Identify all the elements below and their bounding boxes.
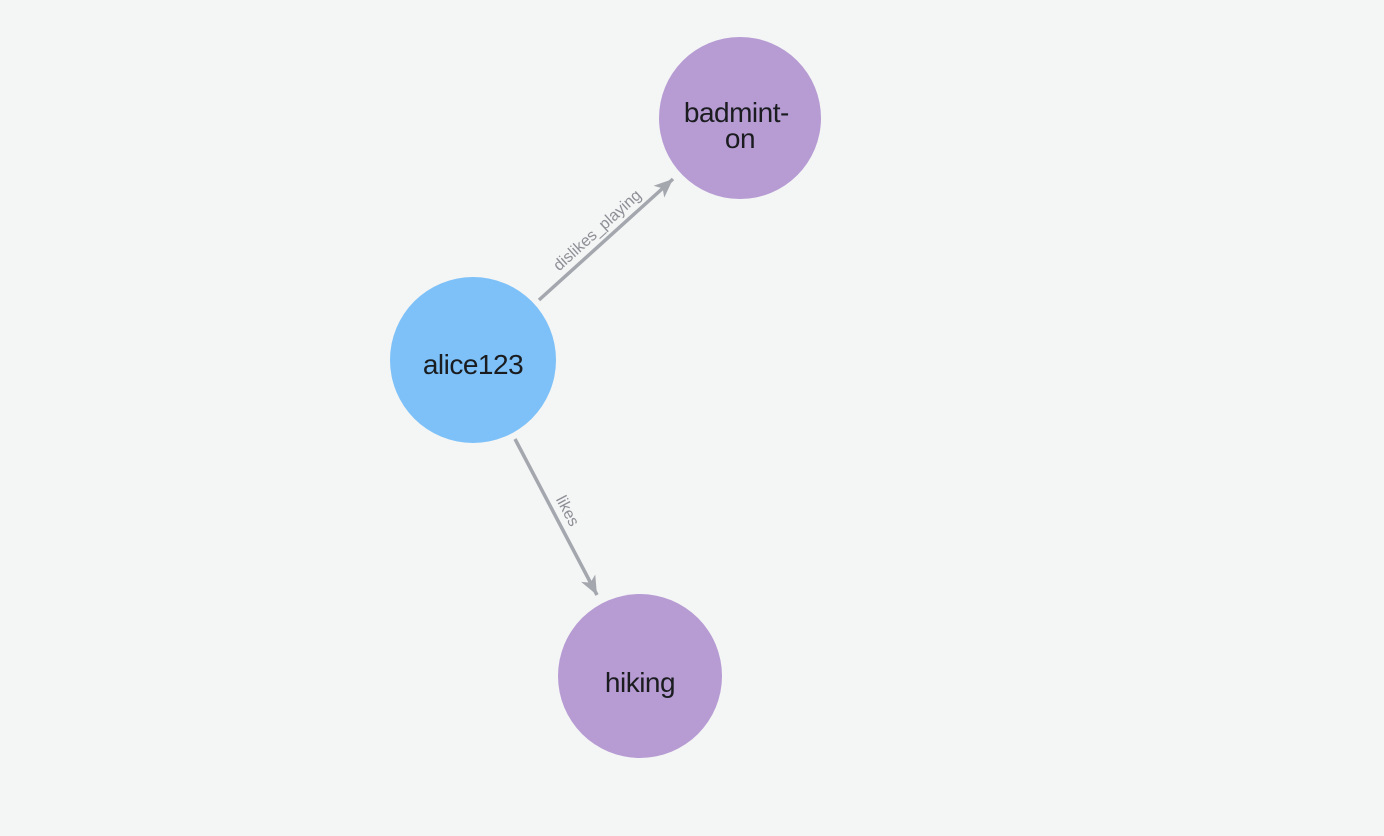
edge-line-likes[interactable] <box>513 438 599 596</box>
node-label-badminton: badmint- on <box>684 97 796 154</box>
node-hiking[interactable]: hiking <box>558 594 722 758</box>
node-circle-hiking[interactable] <box>558 594 722 758</box>
node-label-badminton-line-1: badmint- <box>684 97 789 128</box>
node-label-badminton-line-2: on <box>725 123 755 154</box>
edge-label-likes[interactable]: likes <box>552 493 582 529</box>
node-circle-badminton[interactable] <box>659 37 821 199</box>
node-label-hiking: hiking <box>605 667 675 698</box>
edge-label-dislikes-playing[interactable]: dislikes_playing <box>550 187 645 275</box>
edge-alice123-badminton[interactable]: dislikes_playing <box>537 177 675 302</box>
node-label-alice123: alice123 <box>423 349 523 380</box>
edge-line-dislikes-playing[interactable] <box>537 177 675 302</box>
node-alice123[interactable]: alice123 <box>390 277 556 443</box>
edge-alice123-hiking[interactable]: likes <box>513 438 599 596</box>
node-badminton[interactable]: badmint- on <box>659 37 821 199</box>
node-circle-alice123[interactable] <box>390 277 556 443</box>
